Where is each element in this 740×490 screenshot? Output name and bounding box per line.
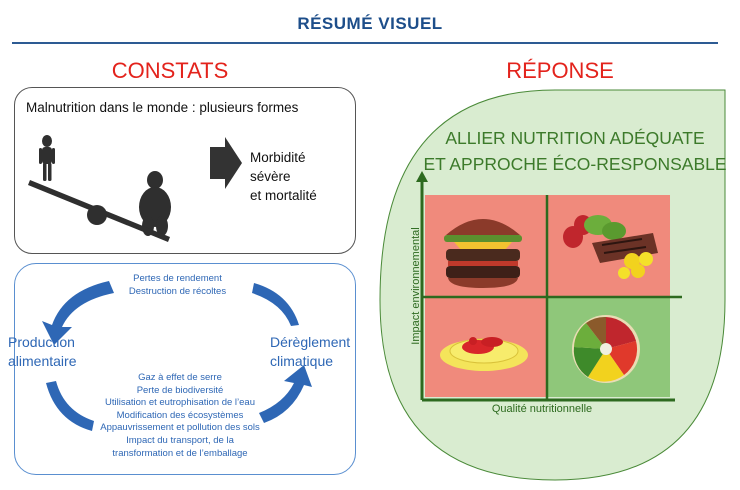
x-axis-label: Qualité nutritionnelle <box>491 403 593 415</box>
arrow-to-production-icon <box>42 281 114 345</box>
goal-line: ALLIER NUTRITION ADÉQUATE <box>445 128 705 148</box>
section-title-reponse: RÉPONSE <box>506 58 614 83</box>
section-title-constats: CONSTATS <box>111 58 229 83</box>
node-label-line: alimentaire <box>8 353 77 369</box>
bottom-impacts-list: Gaz à effet de serre Perte de biodiversi… <box>60 372 300 460</box>
hamburger-icon <box>444 219 522 288</box>
y-axis-label: Impact environnemental <box>410 227 422 345</box>
impact-item: Pertes de rendement <box>133 273 222 284</box>
impact-item: Utilisation et eutrophisation de l’eau <box>105 397 255 409</box>
arrow-right-icon <box>210 137 242 189</box>
response-diagram <box>379 89 726 481</box>
seesaw-illustration <box>28 135 242 242</box>
node-label-line: climatique <box>270 353 334 369</box>
outcome-line: et mortalité <box>250 188 317 203</box>
impact-item: transformation et de l’emballage <box>112 447 248 459</box>
goal-line: ET APPROCHE ÉCO-RESPONSABLE <box>423 154 727 174</box>
impact-item: Perte de biodiversité <box>136 384 224 396</box>
steak-salad-icon <box>563 215 658 279</box>
outcome-line: Morbidité <box>250 150 306 165</box>
top-impacts-list: Pertes de rendement Destruction de récol… <box>105 273 250 298</box>
title-divider <box>12 42 718 44</box>
outcome-line: sévère <box>250 169 291 184</box>
impact-item: Appauvrissement et pollution des sols <box>100 422 260 434</box>
impact-item: Destruction de récoltes <box>128 285 227 297</box>
outcome-text: Morbidité sévère et mortalité <box>250 148 317 205</box>
impact-item: Impact du transport, de la <box>126 434 234 446</box>
cycle-arrows <box>42 281 312 431</box>
impact-item: Modification des écosystèmes <box>116 409 244 421</box>
goal-heading: ALLIER NUTRITION ADÉQUATE ET APPROCHE ÉC… <box>415 125 735 177</box>
production-alimentaire-label: Production alimentaire <box>8 333 76 371</box>
page-title: RÉSUMÉ VISUEL <box>297 14 443 33</box>
impact-item: Gaz à effet de serre <box>138 372 222 383</box>
arrow-to-dereglement-icon <box>259 365 312 423</box>
vegetables-fruits-icon <box>572 315 640 383</box>
node-label-line: Dérèglement <box>270 334 351 350</box>
arc-from-dereglement <box>252 283 299 326</box>
pasta-icon <box>440 337 528 371</box>
malnutrition-box <box>14 87 356 254</box>
heavy-person-icon <box>139 171 171 236</box>
arc-from-production <box>46 381 94 431</box>
seesaw-fulcrum <box>87 205 107 225</box>
malnutrition-title: Malnutrition dans le monde : plusieurs f… <box>26 100 299 115</box>
thin-person-icon <box>39 135 55 181</box>
dereglement-climatique-label: Dérèglement climatique <box>270 333 350 371</box>
node-label-line: Production <box>8 334 75 350</box>
y-axis-arrowhead <box>416 171 428 182</box>
